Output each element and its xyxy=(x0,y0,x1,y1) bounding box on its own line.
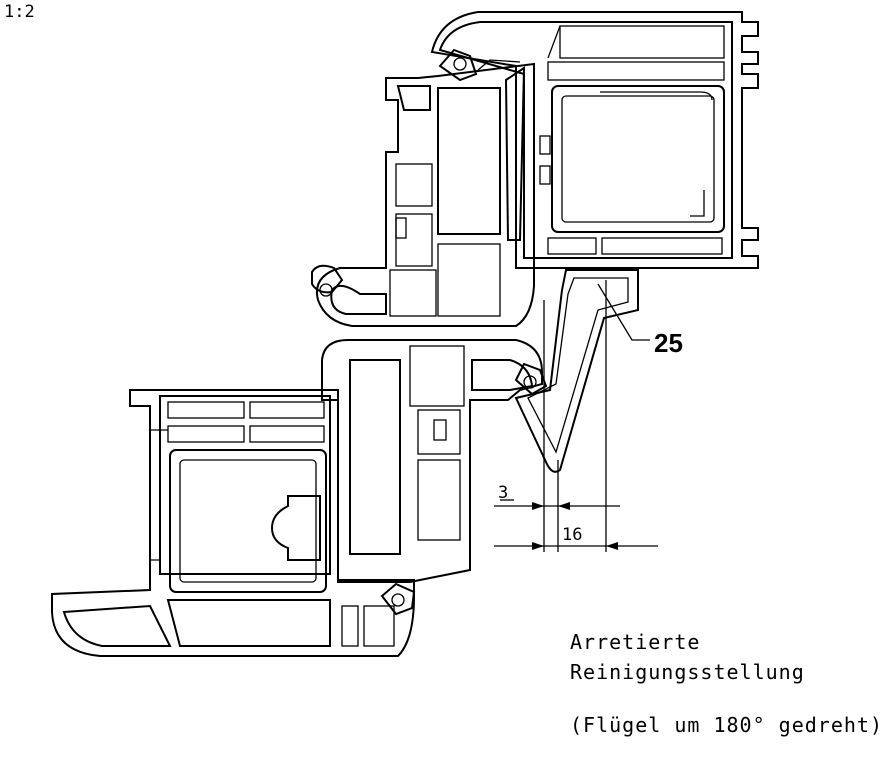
dimension-3-label: 3 xyxy=(498,483,508,503)
gasket-bottom xyxy=(380,582,416,616)
dimension-16-label: 16 xyxy=(562,525,582,545)
callout-25-leader xyxy=(597,283,650,341)
note-line-2: Reinigungsstellung xyxy=(570,660,805,684)
middle-sash-profile xyxy=(316,62,535,327)
locking-element-25 xyxy=(514,269,639,473)
dimension-lines: 3 16 xyxy=(494,280,658,552)
gasket-middle-right xyxy=(514,362,548,396)
callout-25-label: 25 xyxy=(654,328,683,358)
scale-label: 1:2 xyxy=(4,2,35,22)
lower-middle-frame-profile xyxy=(321,339,543,583)
note-line-1: Arretierte xyxy=(570,630,701,654)
note-line-3: (Flügel um 180° gedreht) xyxy=(570,713,883,737)
lower-sash-profile xyxy=(51,389,415,657)
gasket-middle-left xyxy=(311,264,344,297)
upper-frame-profile xyxy=(430,11,759,269)
gasket-top xyxy=(438,48,521,82)
